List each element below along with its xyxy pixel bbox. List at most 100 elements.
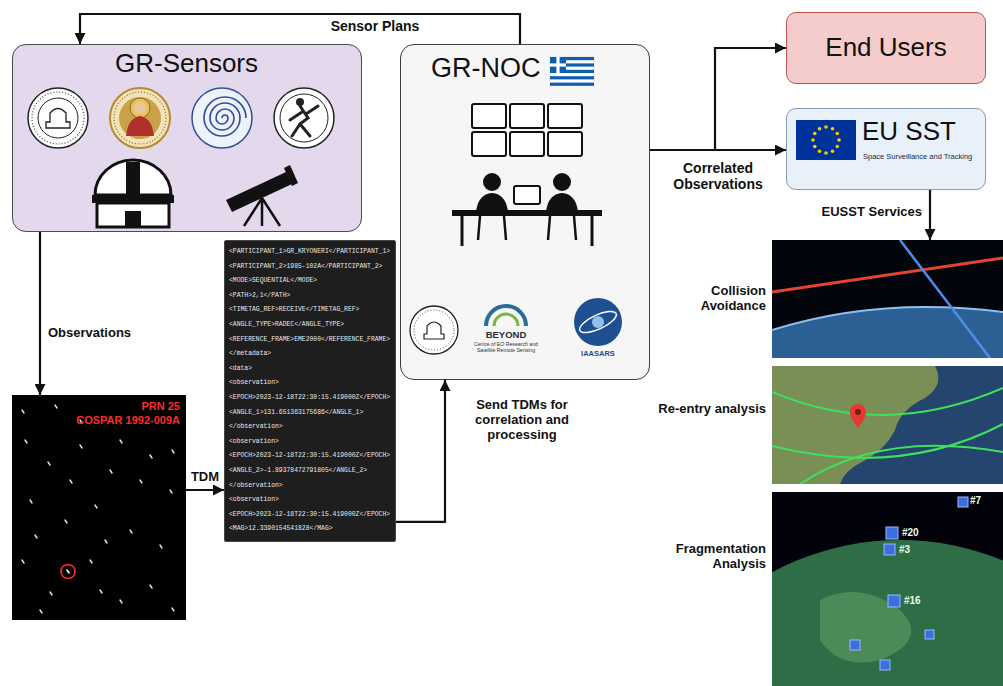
flow-arrow: [80, 14, 520, 44]
flag-cross: [556, 57, 559, 73]
flag-stripe: [550, 76, 594, 79]
fragment-marker: [886, 527, 898, 539]
box-subtitle: Space Surveillance and Tracking: [863, 153, 972, 162]
edge-label: Correlated Observations: [656, 160, 780, 192]
seal-figure: [290, 106, 318, 136]
fragment-marker: [925, 630, 934, 639]
connectors: [40, 14, 930, 522]
land-mass: [772, 366, 938, 484]
sensor-group-fill: [12, 44, 362, 232]
code-line: <observation>: [229, 376, 279, 391]
flow-arrow: [396, 380, 445, 522]
flag-star: [818, 149, 822, 153]
collision-scene: [772, 240, 1003, 358]
code-line: <EPOCH>2023-12-18T22:30:15.419000Z</EPOC…: [229, 449, 390, 464]
reentry-image: [772, 366, 1003, 484]
observatory-dome: [95, 160, 171, 195]
edge-label: Observations: [48, 326, 131, 341]
flag-star: [835, 132, 839, 136]
star-trails: [22, 405, 174, 613]
box-title: EU SST: [862, 117, 956, 147]
panel-label: Re-entry analysis: [654, 402, 766, 417]
flow-arrow: [186, 489, 224, 491]
seal-spiral: [204, 97, 246, 136]
flow-arrow: [650, 149, 786, 151]
code-line: <ANGLE_2>-1.89378472791805</ANGLE_2>: [229, 464, 367, 479]
code-line: <data>: [229, 362, 252, 377]
operator-head: [553, 173, 571, 191]
code-line: <TIMETAG_REF>RECEIVE</TIMETAG_REF>: [229, 303, 359, 318]
code-line: <observation>: [229, 435, 279, 450]
observation-image: PRN 25COSPAR 1992-009A: [12, 395, 186, 620]
operator-chairs: [478, 216, 576, 240]
earth-limb: [772, 307, 1003, 358]
desk-monitor: [514, 186, 540, 204]
operator-head: [483, 173, 501, 191]
university-seal: [192, 88, 252, 148]
code-line: <REFERENCE_FRAME>EME2000</REFERENCE_FRAM…: [229, 333, 390, 348]
edge-label: Send TDMs for correlation and processing: [452, 398, 592, 443]
collision-image: [772, 240, 1003, 358]
object-id: COSPAR 1992-009A: [76, 414, 180, 427]
fragment-marker: [884, 544, 895, 555]
logo-wordmark: IAASARS: [568, 350, 628, 359]
code-line: <ANGLE_1>131.651363175686</ANGLE_1>: [229, 406, 363, 421]
flag-star: [837, 138, 841, 142]
eu-sst-fill: [786, 108, 986, 190]
code-line: </observation>: [229, 420, 283, 435]
beyond-arc: [486, 306, 526, 326]
pin-dot: [855, 409, 861, 415]
flag-canton: [550, 57, 566, 73]
tdm-code-box: <PARTICIPANT_1>GR_KRYONERI</PARTICIPANT_…: [224, 240, 396, 542]
seal-halo: [130, 98, 150, 118]
university-seal: [274, 88, 334, 148]
operator-body: [546, 193, 578, 212]
fragment-marker: [958, 497, 968, 507]
telescope-tripod: [244, 198, 280, 226]
dome-slit: [126, 162, 140, 195]
flag-star: [824, 125, 828, 129]
observatory-seal: [410, 306, 458, 354]
reentry-image: Re-entry analysis: [772, 366, 1003, 484]
end-users-box: End Users: [786, 12, 986, 84]
group-title: GR-Sensors: [13, 49, 360, 79]
telescope-tube: [226, 172, 292, 212]
code-line: <ANGLE_TYPE>RADEC</ANGLE_TYPE>: [229, 318, 344, 333]
logo-wordmark: BEYOND: [470, 330, 542, 341]
reentry-scene: [772, 366, 1003, 484]
eu-sst-box: EU SST Space Surveillance and Tracking: [786, 108, 986, 190]
edge-label: EUSST Services: [812, 205, 922, 220]
eu-flag-stars: [811, 125, 841, 155]
flag-star: [831, 127, 835, 131]
greek-flag: [550, 57, 594, 86]
flag-star: [811, 138, 815, 142]
observatory-seal: [28, 88, 88, 148]
fragment-number: #7: [970, 495, 981, 507]
flag-star: [835, 145, 839, 149]
seal-face: [134, 102, 146, 114]
seal-building: [424, 322, 444, 339]
object-id: PRN 25: [141, 400, 180, 413]
fragment-marker: [850, 640, 860, 650]
flag-star: [824, 151, 828, 155]
target-circle: [61, 565, 75, 579]
flag-star: [818, 127, 822, 131]
monitor: [510, 132, 544, 156]
iaasars-logo: [574, 298, 622, 346]
seal-ring: [32, 92, 84, 144]
flag-star: [813, 145, 817, 149]
orbit-track: [900, 240, 990, 358]
seal-ring: [280, 94, 328, 142]
desk-legs: [462, 216, 592, 246]
sensor-group-box: GR-Sensors: [12, 44, 362, 232]
monitor: [548, 104, 582, 128]
land-patch: [820, 592, 911, 663]
seal-ring: [38, 98, 78, 138]
atmosphere: [772, 307, 1003, 330]
code-line: <EPOCH>2023-12-18T22:30:15.419000Z</EPOC…: [229, 508, 390, 523]
flag-star: [831, 149, 835, 153]
fragment-number: #16: [904, 595, 921, 607]
flow-arrow: [650, 48, 786, 150]
flow-arrow: [39, 232, 41, 395]
